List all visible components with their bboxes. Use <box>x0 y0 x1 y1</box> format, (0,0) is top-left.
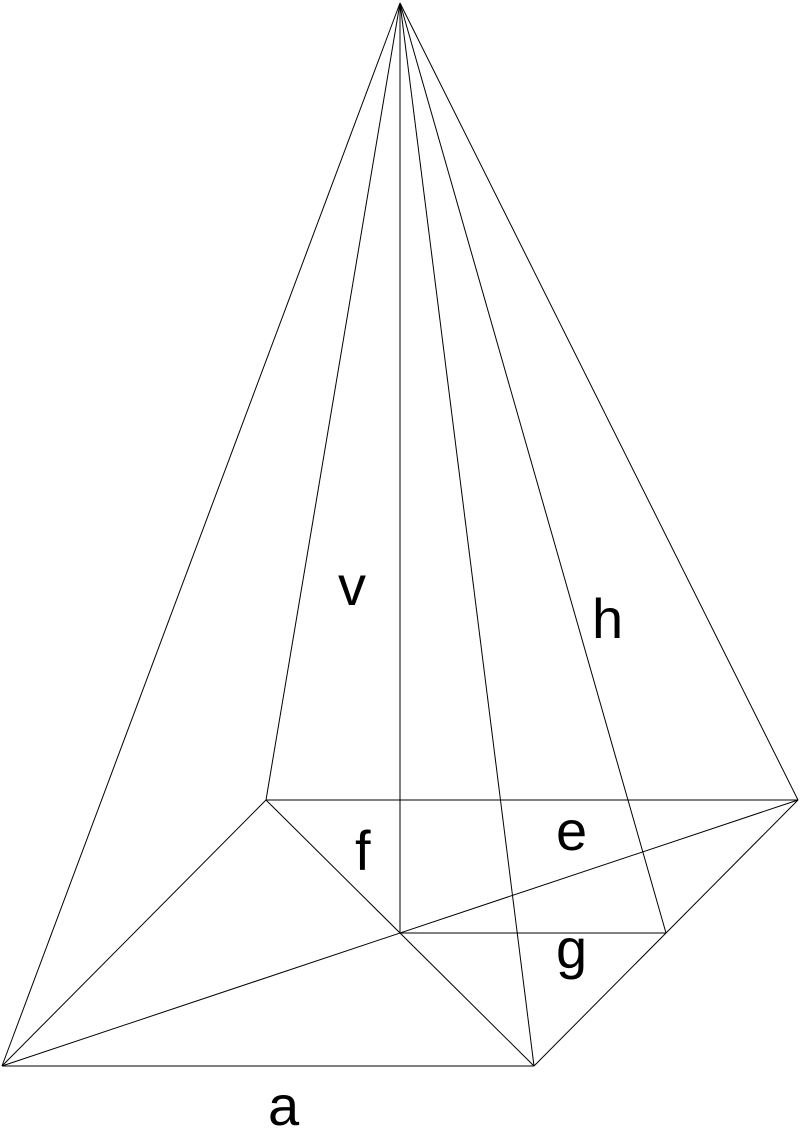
base-edge-left <box>1 799 267 1067</box>
label-h: h <box>592 587 623 650</box>
label-e: e <box>556 799 587 862</box>
edge-apex-front-left <box>1 2 401 1067</box>
label-a: a <box>268 1074 300 1137</box>
slant-height-h <box>399 2 667 934</box>
label-v: v <box>338 554 366 617</box>
label-f: f <box>355 819 371 882</box>
edge-apex-front-right <box>399 2 535 1067</box>
edge-apex-back-right <box>399 2 799 801</box>
edge-apex-back-left <box>265 2 401 801</box>
label-g: g <box>556 917 587 980</box>
